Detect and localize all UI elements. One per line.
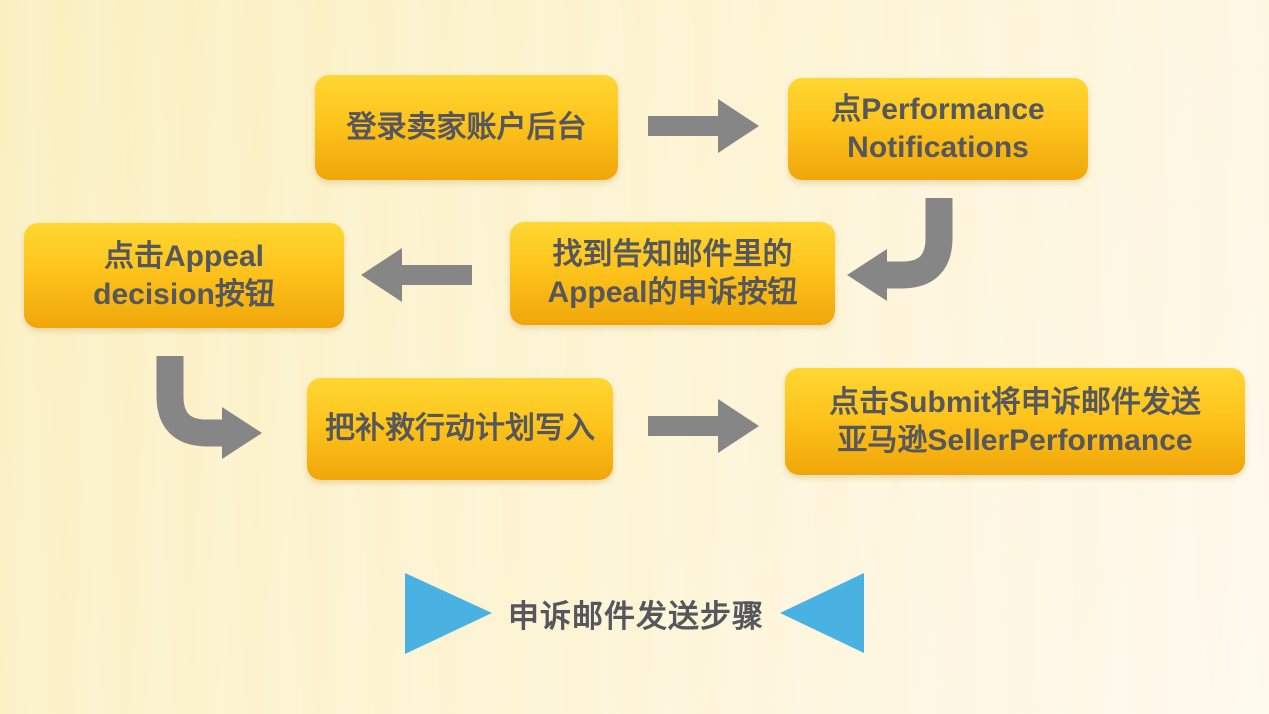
step-box-find-appeal-button: 找到告知邮件里的 Appeal的申诉按钮 xyxy=(510,222,835,325)
arrow-elbow-down-left-icon xyxy=(847,198,953,301)
step-label-line1: 点击Appeal xyxy=(103,239,265,273)
arrow-right-icon xyxy=(648,99,759,153)
step-label-line2: Notifications xyxy=(847,131,1029,164)
caption-title: 申诉邮件发送步骤 xyxy=(508,598,764,634)
arrow-elbow-down-right-icon xyxy=(156,356,262,459)
step-box-write-action-plan: 把补救行动计划写入 xyxy=(307,378,613,480)
step-label-line1: 找到告知邮件里的 xyxy=(552,237,793,271)
arrow-left-icon xyxy=(361,248,472,302)
step-label: 把补救行动计划写入 xyxy=(325,412,595,445)
step-label-line2: Appeal的申诉按钮 xyxy=(547,275,798,309)
step-box-performance-notifications: 点Performance Notifications xyxy=(788,78,1088,180)
step-box-login-seller-backend: 登录卖家账户后台 xyxy=(315,75,618,180)
step-box-submit-appeal: 点击Submit将申诉邮件发送 亚马逊SellerPerformance xyxy=(785,368,1245,475)
triangle-right-icon xyxy=(405,572,492,654)
step-label-line1: 点击Submit将申诉邮件发送 xyxy=(829,385,1201,419)
step-label: 登录卖家账户后台 xyxy=(346,110,587,144)
step-label-line1: 点Performance xyxy=(831,93,1045,126)
caption-banner: 申诉邮件发送步骤 xyxy=(0,570,1269,656)
step-label-line2: decision按钮 xyxy=(93,277,275,311)
arrow-right-icon xyxy=(648,399,759,453)
step-label-line2: 亚马逊SellerPerformance xyxy=(837,423,1193,457)
triangle-left-icon xyxy=(780,573,864,653)
step-box-appeal-decision: 点击Appeal decision按钮 xyxy=(24,223,344,328)
